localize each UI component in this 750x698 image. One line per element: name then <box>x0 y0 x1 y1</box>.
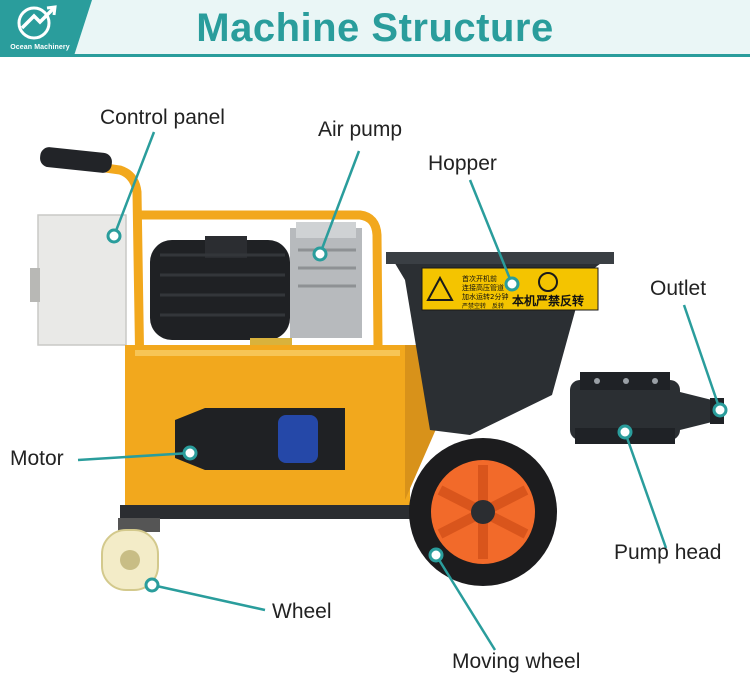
warning-line-3: 加水运转2分钟 <box>462 292 508 301</box>
warning-line-1: 首次开机前 <box>462 274 497 283</box>
warning-line-4: 严禁空转 <box>462 302 486 310</box>
motor-window <box>175 408 345 470</box>
logo-text: Ocean Machinery <box>10 44 70 51</box>
page-title: Machine Structure <box>196 6 554 50</box>
label-air-pump: Air pump <box>318 118 403 141</box>
frame-tube <box>140 210 383 346</box>
dot-hopper <box>504 276 520 292</box>
base-rail <box>120 505 420 519</box>
label-control-panel: Control panel <box>100 106 225 129</box>
warning-line-5: 反转 <box>492 302 504 310</box>
title-bar <box>0 0 750 57</box>
label-pump-head: Pump head <box>614 541 722 564</box>
logo: Ocean Machinery <box>0 0 92 57</box>
electric-motor <box>150 236 290 340</box>
pump-head-unit <box>570 372 724 444</box>
warning-line-2: 连接高压管道 <box>462 283 504 292</box>
label-hopper: Hopper <box>428 152 497 175</box>
label-wheel: Wheel <box>272 600 332 623</box>
dot-motor <box>182 445 198 461</box>
callout-dots <box>106 228 728 593</box>
moving-wheel-graphic <box>409 438 557 586</box>
caster-wheel <box>101 518 160 591</box>
leader-lines <box>77 131 722 651</box>
warning-main: 本机严禁反转 <box>512 293 584 308</box>
hopper-tank <box>386 252 614 435</box>
dot-air-pump <box>312 246 328 262</box>
header: Ocean Machinery Machine Structure <box>0 0 750 57</box>
label-moving-wheel: Moving wheel <box>452 650 581 673</box>
dot-outlet <box>712 402 728 418</box>
dot-moving-wheel <box>428 547 444 563</box>
dot-wheel <box>144 577 160 593</box>
handle <box>40 147 145 385</box>
label-motor: Motor <box>10 447 64 470</box>
machine-illustration: 首次开机前 连接高压管道 加水运转2分钟 严禁空转 反转 本机严禁反转 <box>30 131 728 651</box>
dot-pump-head <box>617 424 633 440</box>
logo-icon <box>17 5 57 40</box>
dot-control-panel <box>106 228 122 244</box>
label-outlet: Outlet <box>650 277 707 300</box>
